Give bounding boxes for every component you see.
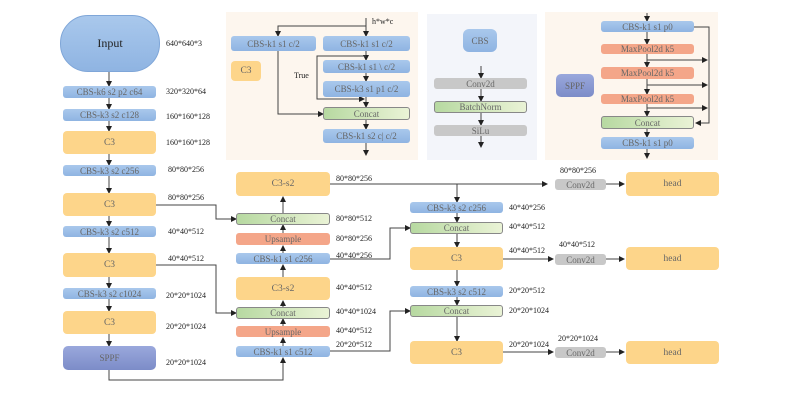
- c3-cbs-mid: CBS-k1 s1 \ c/2: [323, 60, 410, 73]
- input-shape-label: h*w*c: [372, 17, 394, 26]
- sppf-cbs-in: CBS-k1 s1 p0: [601, 21, 694, 32]
- backbone-c3-2: C3: [63, 193, 156, 216]
- c3-cbs-left: CBS-k1 s1 c/2: [231, 36, 316, 51]
- neck-upsample-2: Upsample: [236, 326, 330, 337]
- backbone-cbs-k6: CBS-k6 s2 p2 c64: [63, 86, 156, 98]
- batchnorm-block: BatchNorm: [434, 101, 527, 113]
- c3-cbs-k3: CBS-k3 s1 p1 c/2: [323, 81, 410, 97]
- size-label: 40*40*256: [509, 203, 545, 212]
- backbone-cbs-c1024: CBS-k3 s2 c1024: [63, 288, 156, 299]
- backbone-cbs-c256: CBS-k3 s2 c256: [63, 165, 156, 176]
- size-label: 160*160*128: [166, 112, 210, 121]
- neck-upsample-1: Upsample: [236, 233, 330, 245]
- size-label: 40*40*512: [168, 254, 204, 263]
- head-conv2d-1: Conv2d: [555, 179, 606, 190]
- size-label: 40*40*512: [168, 227, 204, 236]
- head-1: head: [626, 172, 719, 196]
- backbone-cbs-c128: CBS-k3 s2 c128: [63, 109, 156, 121]
- c3-legend-box: C3: [231, 61, 261, 81]
- neck-cbs-c256: CBS-k1 s1 c256: [236, 253, 330, 264]
- pan-concat-2: Concat: [410, 305, 503, 317]
- maxpool-3: MaxPool2d k5: [601, 94, 694, 104]
- size-label: 160*160*128: [166, 138, 210, 147]
- size-label: 20*20*1024: [166, 322, 206, 331]
- c3-cbs-out: CBS-k1 s2 c| c/2: [323, 129, 410, 143]
- maxpool-2: MaxPool2d k5: [601, 67, 694, 79]
- backbone-c3-1: C3: [63, 131, 156, 154]
- size-label: 20*20*1024: [558, 334, 598, 343]
- size-label: 40*40*512: [509, 222, 545, 231]
- size-label: 80*80*256: [168, 193, 204, 202]
- size-label: 20*20*1024: [509, 306, 549, 315]
- size-label: 40*40*512: [509, 246, 545, 255]
- size-label: 80*80*512: [336, 214, 372, 223]
- head-conv2d-2: Conv2d: [555, 254, 606, 265]
- head-conv2d-3: Conv2d: [555, 347, 606, 358]
- size-label: 40*40*512: [559, 240, 595, 249]
- size-label: 80*80*256: [336, 174, 372, 183]
- neck-c3-s2-2: C3-s2: [236, 277, 330, 300]
- neck-cbs-c512: CBS-k1 s1 c512: [236, 346, 330, 357]
- silu-block: SiLu: [434, 125, 527, 136]
- size-label: 40*40*512: [336, 283, 372, 292]
- size-label: 20*20*512: [336, 340, 372, 349]
- pan-c3-2: C3: [410, 341, 503, 364]
- sppf-concat: Concat: [601, 116, 694, 129]
- sppf-cbs-out: CBS-k1 s1 p0: [601, 137, 694, 149]
- conv2d-block: Conv2d: [434, 78, 527, 89]
- backbone-cbs-c512: CBS-k3 s2 c512: [63, 226, 156, 237]
- pan-c3-1: C3: [410, 247, 503, 270]
- size-label: 20*20*1024: [509, 340, 549, 349]
- head-2: head: [626, 247, 719, 270]
- size-label: 80*80*256: [336, 234, 372, 243]
- true-label: True: [294, 71, 309, 80]
- pan-cbs-c256: CBS-k3 s2 c256: [410, 202, 503, 213]
- backbone-c3-4: C3: [63, 311, 156, 334]
- size-label: 20*20*1024: [166, 358, 206, 367]
- neck-c3-s2-1: C3-s2: [236, 172, 330, 196]
- size-label: 640*640*3: [166, 39, 202, 48]
- c3-cbs-right: CBS-k1 s1 c/2: [323, 36, 410, 51]
- c3-concat: Concat: [323, 107, 410, 120]
- head-3: head: [626, 341, 719, 364]
- cbs-legend-box: CBS: [463, 29, 497, 52]
- size-label: 40*40*1024: [336, 307, 376, 316]
- pan-concat-1: Concat: [410, 222, 503, 234]
- size-label: 40*40*256: [336, 251, 372, 260]
- size-label: 80*80*256: [560, 166, 596, 175]
- input-block: Input: [60, 15, 160, 72]
- size-label: 320*320*64: [166, 87, 206, 96]
- backbone-c3-3: C3: [63, 253, 156, 277]
- pan-cbs-c512: CBS-k3 s2 c512: [410, 286, 503, 297]
- size-label: 20*20*1024: [166, 291, 206, 300]
- sppf-legend-box: SPPF: [556, 74, 594, 97]
- neck-concat-1: Concat: [236, 213, 330, 225]
- maxpool-1: MaxPool2d k5: [601, 44, 694, 54]
- size-label: 80*80*256: [168, 165, 204, 174]
- neck-concat-2: Concat: [236, 307, 330, 319]
- backbone-sppf: SPPF: [63, 346, 156, 370]
- size-label: 40*40*512: [336, 326, 372, 335]
- size-label: 20*20*512: [509, 286, 545, 295]
